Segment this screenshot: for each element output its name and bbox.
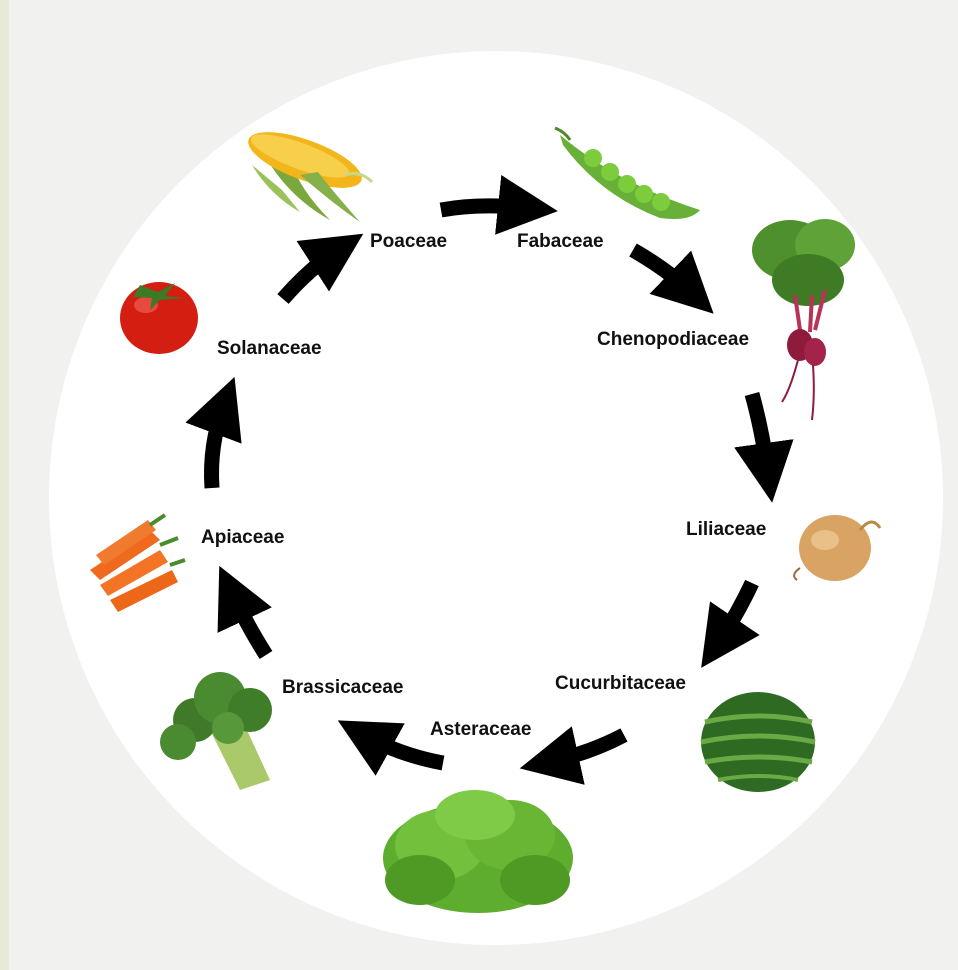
label-solanaceae: Solanaceae: [217, 338, 322, 359]
label-liliaceae: Liliaceae: [686, 519, 766, 540]
label-fabaceae: Fabaceae: [517, 231, 604, 252]
tomato-icon: [120, 282, 198, 354]
label-brassicaceae: Brassicaceae: [282, 677, 404, 698]
label-chenopodiaceae: Chenopodiaceae: [597, 329, 749, 350]
label-apiaceae: Apiaceae: [201, 527, 284, 548]
watermelon-icon: [701, 692, 815, 792]
arrow-poaceae-to-fabaceae: [441, 206, 528, 210]
label-cucurbitaceae: Cucurbitaceae: [555, 673, 686, 694]
label-asteraceae: Asteraceae: [430, 719, 531, 740]
label-poaceae: Poaceae: [370, 231, 447, 252]
